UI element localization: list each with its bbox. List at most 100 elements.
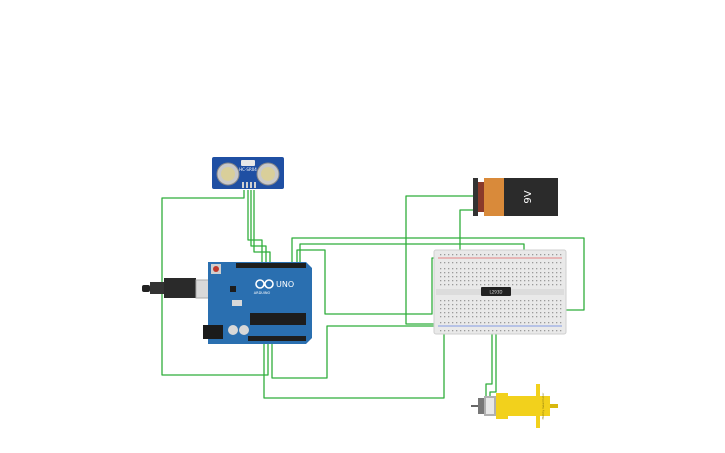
breadboard-hole[interactable] <box>448 254 450 256</box>
breadboard-hole[interactable] <box>492 280 494 282</box>
breadboard-hole[interactable] <box>488 268 490 270</box>
breadboard-hole[interactable] <box>512 284 514 286</box>
breadboard-hole[interactable] <box>444 262 446 264</box>
breadboard-hole[interactable] <box>504 322 506 324</box>
breadboard-hole[interactable] <box>464 254 466 256</box>
breadboard-hole[interactable] <box>484 276 486 278</box>
breadboard-hole[interactable] <box>548 322 550 324</box>
breadboard-hole[interactable] <box>544 330 546 332</box>
breadboard-hole[interactable] <box>452 312 454 314</box>
breadboard-hole[interactable] <box>496 284 498 286</box>
motor-driver-chip[interactable]: L293D <box>481 287 511 296</box>
breadboard-hole[interactable] <box>496 268 498 270</box>
breadboard-hole[interactable] <box>468 272 470 274</box>
breadboard-hole[interactable] <box>544 268 546 270</box>
breadboard-hole[interactable] <box>488 312 490 314</box>
breadboard-hole[interactable] <box>512 308 514 310</box>
breadboard-hole[interactable] <box>548 300 550 302</box>
breadboard-hole[interactable] <box>460 262 462 264</box>
breadboard-hole[interactable] <box>516 312 518 314</box>
wire-battery-pos[interactable] <box>405 195 474 325</box>
breadboard-hole[interactable] <box>496 316 498 318</box>
breadboard-hole[interactable] <box>532 304 534 306</box>
breadboard-hole[interactable] <box>548 276 550 278</box>
breadboard-hole[interactable] <box>548 254 550 256</box>
breadboard-hole[interactable] <box>560 312 562 314</box>
breadboard-hole[interactable] <box>460 316 462 318</box>
breadboard-hole[interactable] <box>536 316 538 318</box>
breadboard-hole[interactable] <box>492 276 494 278</box>
breadboard-hole[interactable] <box>524 330 526 332</box>
breadboard-hole[interactable] <box>468 280 470 282</box>
breadboard-hole[interactable] <box>484 316 486 318</box>
breadboard-hole[interactable] <box>440 276 442 278</box>
breadboard-hole[interactable] <box>500 304 502 306</box>
breadboard-hole[interactable] <box>452 284 454 286</box>
breadboard-hole[interactable] <box>508 268 510 270</box>
breadboard-hole[interactable] <box>528 276 530 278</box>
breadboard-hole[interactable] <box>524 276 526 278</box>
breadboard-hole[interactable] <box>468 284 470 286</box>
breadboard-hole[interactable] <box>452 300 454 302</box>
breadboard-hole[interactable] <box>552 322 554 324</box>
breadboard-hole[interactable] <box>464 316 466 318</box>
breadboard-hole[interactable] <box>560 322 562 324</box>
breadboard-hole[interactable] <box>480 280 482 282</box>
breadboard-hole[interactable] <box>440 312 442 314</box>
breadboard-hole[interactable] <box>444 304 446 306</box>
breadboard-hole[interactable] <box>488 272 490 274</box>
breadboard-hole[interactable] <box>536 308 538 310</box>
breadboard-hole[interactable] <box>472 254 474 256</box>
breadboard-hole[interactable] <box>504 262 506 264</box>
breadboard-hole[interactable] <box>440 330 442 332</box>
breadboard-hole[interactable] <box>484 284 486 286</box>
breadboard-hole[interactable] <box>548 316 550 318</box>
breadboard-hole[interactable] <box>504 280 506 282</box>
breadboard-hole[interactable] <box>456 262 458 264</box>
breadboard-hole[interactable] <box>484 308 486 310</box>
breadboard-hole[interactable] <box>528 284 530 286</box>
breadboard-hole[interactable] <box>552 280 554 282</box>
breadboard-hole[interactable] <box>552 300 554 302</box>
breadboard-hole[interactable] <box>512 280 514 282</box>
breadboard-hole[interactable] <box>448 330 450 332</box>
breadboard-hole[interactable] <box>520 268 522 270</box>
breadboard-hole[interactable] <box>456 284 458 286</box>
breadboard-hole[interactable] <box>508 322 510 324</box>
breadboard-hole[interactable] <box>468 262 470 264</box>
breadboard-hole[interactable] <box>548 330 550 332</box>
breadboard-hole[interactable] <box>476 300 478 302</box>
breadboard-hole[interactable] <box>452 268 454 270</box>
breadboard-hole[interactable] <box>476 284 478 286</box>
breadboard-hole[interactable] <box>488 330 490 332</box>
breadboard-hole[interactable] <box>560 280 562 282</box>
breadboard-hole[interactable] <box>472 316 474 318</box>
breadboard-hole[interactable] <box>552 268 554 270</box>
breadboard-hole[interactable] <box>520 316 522 318</box>
breadboard-hole[interactable] <box>504 254 506 256</box>
breadboard-hole[interactable] <box>480 276 482 278</box>
breadboard-hole[interactable] <box>452 276 454 278</box>
breadboard-hole[interactable] <box>480 322 482 324</box>
breadboard-hole[interactable] <box>508 308 510 310</box>
breadboard-hole[interactable] <box>496 322 498 324</box>
breadboard-hole[interactable] <box>536 262 538 264</box>
breadboard-hole[interactable] <box>472 280 474 282</box>
breadboard-hole[interactable] <box>440 268 442 270</box>
breadboard-hole[interactable] <box>476 276 478 278</box>
breadboard-hole[interactable] <box>560 300 562 302</box>
breadboard-hole[interactable] <box>528 304 530 306</box>
breadboard-hole[interactable] <box>476 272 478 274</box>
breadboard-hole[interactable] <box>476 322 478 324</box>
breadboard-hole[interactable] <box>496 254 498 256</box>
breadboard-hole[interactable] <box>512 316 514 318</box>
breadboard-hole[interactable] <box>532 284 534 286</box>
breadboard-hole[interactable] <box>484 330 486 332</box>
breadboard-hole[interactable] <box>456 312 458 314</box>
breadboard-hole[interactable] <box>472 272 474 274</box>
breadboard-hole[interactable] <box>508 254 510 256</box>
breadboard-hole[interactable] <box>448 272 450 274</box>
breadboard-hole[interactable] <box>448 304 450 306</box>
breadboard-hole[interactable] <box>528 262 530 264</box>
breadboard-hole[interactable] <box>556 300 558 302</box>
